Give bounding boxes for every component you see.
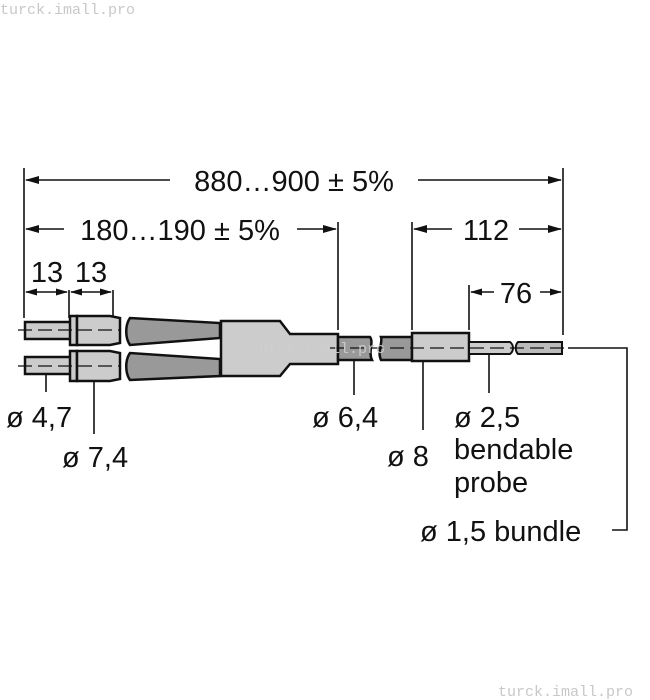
watermark-bottom-right: turck.imall.pro xyxy=(498,684,633,700)
cable-assembly xyxy=(23,314,563,383)
label-probe-line3: probe xyxy=(454,467,528,499)
leader-lines xyxy=(45,347,628,531)
watermark-center: turck.imall.pro xyxy=(250,341,385,358)
centerlines xyxy=(18,329,568,367)
dim-connector-b-label: 13 xyxy=(75,257,107,289)
label-sleeve-diameter: ø 8 xyxy=(387,441,429,473)
watermark-top-left: turck.imall.pro xyxy=(0,2,135,19)
dim-probe: 76 xyxy=(470,278,562,310)
dim-split-label: 180…190 ± 5% xyxy=(80,215,280,247)
dim-split: 180…190 ± 5% xyxy=(25,215,337,247)
label-probe-diameter: ø 2,5 xyxy=(454,402,520,434)
label-connector-diameter: ø 7,4 xyxy=(62,442,128,474)
splitter-body xyxy=(219,319,340,378)
dim-overall-label: 880…900 ± 5% xyxy=(194,166,394,198)
dim-connectors: 13 13 xyxy=(25,257,112,296)
label-cable-diameter: ø 6,4 xyxy=(312,402,378,434)
dim-sleeve: 112 xyxy=(413,215,562,247)
dim-sleeve-label: 112 xyxy=(463,215,509,247)
label-fiber-diameter: ø 4,7 xyxy=(6,402,72,434)
dim-overall: 880…900 ± 5% xyxy=(25,166,562,198)
label-probe-line2: bendable xyxy=(454,434,573,466)
label-bundle: ø 1,5 bundle xyxy=(420,516,581,548)
sleeve xyxy=(410,331,471,363)
lower-cable xyxy=(125,351,222,382)
dim-probe-label: 76 xyxy=(500,278,532,310)
extension-lines xyxy=(23,168,564,335)
upper-cable xyxy=(125,316,222,347)
dim-connector-a-label: 13 xyxy=(31,257,63,289)
